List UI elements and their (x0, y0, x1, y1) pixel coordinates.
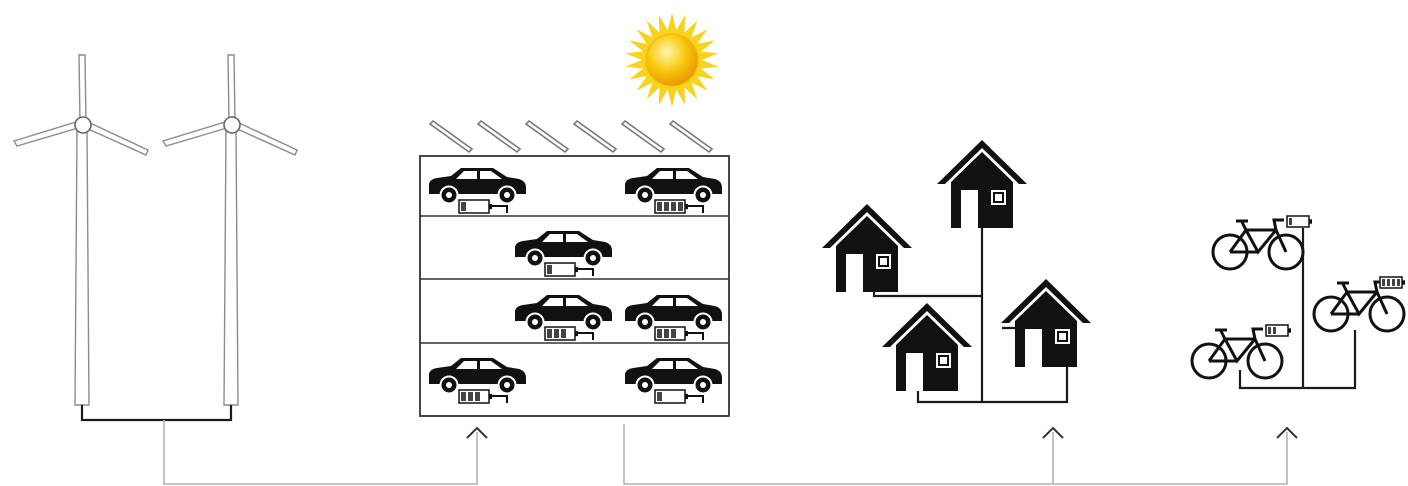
sun-disc (646, 34, 698, 86)
solar-panel-icon (574, 121, 616, 152)
house-icon (1001, 279, 1091, 367)
battery-icon (655, 200, 688, 213)
battery-icon (1380, 277, 1405, 288)
solar-panel-icon (526, 121, 568, 152)
solar-panel-row (430, 121, 712, 152)
battery-icon (655, 327, 688, 340)
solar-panel-icon (622, 121, 664, 152)
house-icon (937, 140, 1027, 228)
battery-icon (545, 263, 578, 276)
wind-turbine-left (14, 55, 148, 405)
house-icon (822, 204, 912, 292)
battery-icon (655, 390, 688, 403)
house-icon (882, 303, 972, 391)
battery-icon (459, 200, 492, 213)
turbine-link-wire (82, 405, 231, 420)
battery-icon (545, 327, 578, 340)
bicycles (1192, 216, 1405, 378)
solar-panel-icon (670, 121, 712, 152)
wind-turbine-right (163, 55, 297, 405)
power-feed-lines (164, 420, 1287, 484)
sun-icon (626, 13, 719, 107)
solar-panel-icon (478, 121, 520, 152)
battery-icon (459, 390, 492, 403)
bicycle-icon (1192, 325, 1291, 378)
bicycle-icon (1314, 277, 1405, 331)
solar-panel-icon (430, 121, 472, 152)
bicycle-icon (1213, 216, 1312, 269)
battery-icon (1266, 325, 1291, 336)
battery-icon (1287, 216, 1312, 227)
